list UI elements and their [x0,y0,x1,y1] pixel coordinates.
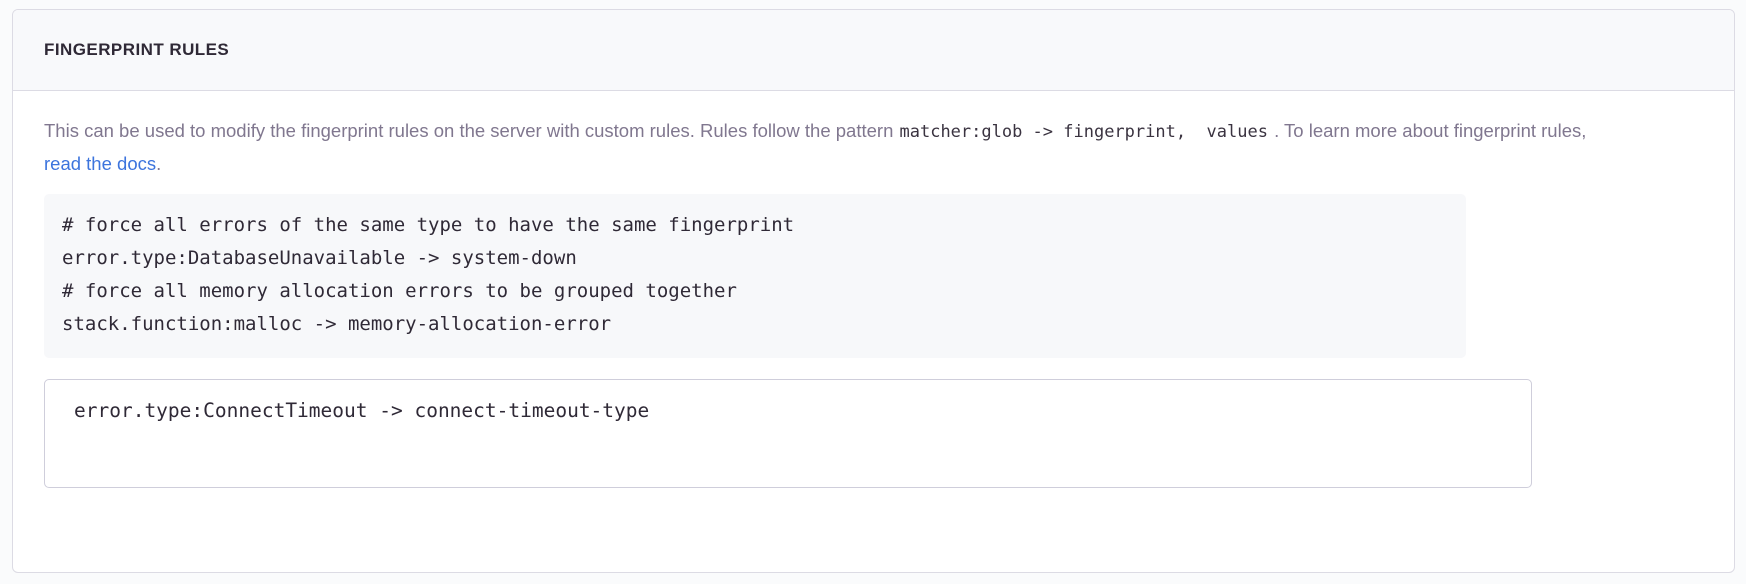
page-title: FINGERPRINT RULES [44,40,230,59]
fingerprint-rules-input[interactable] [44,379,1532,488]
field-help-text: This can be used to modify the fingerpri… [44,115,1589,180]
panel-body: This can be used to modify the fingerpri… [13,91,1734,488]
read-the-docs-link[interactable]: read the docs [44,153,157,174]
panel-header: FINGERPRINT RULES [13,10,1734,91]
help-text-part-1: This can be used to modify the fingerpri… [44,120,899,141]
help-text-part-2: . To learn more about fingerprint rules, [1268,120,1587,141]
fingerprint-rules-panel: FINGERPRINT RULES This can be used to mo… [12,9,1735,573]
help-text-part-3: . [156,153,162,174]
help-inline-code: matcher:glob -> fingerprint, values [899,122,1268,142]
code-example-block: # force all errors of the same type to h… [44,194,1466,358]
